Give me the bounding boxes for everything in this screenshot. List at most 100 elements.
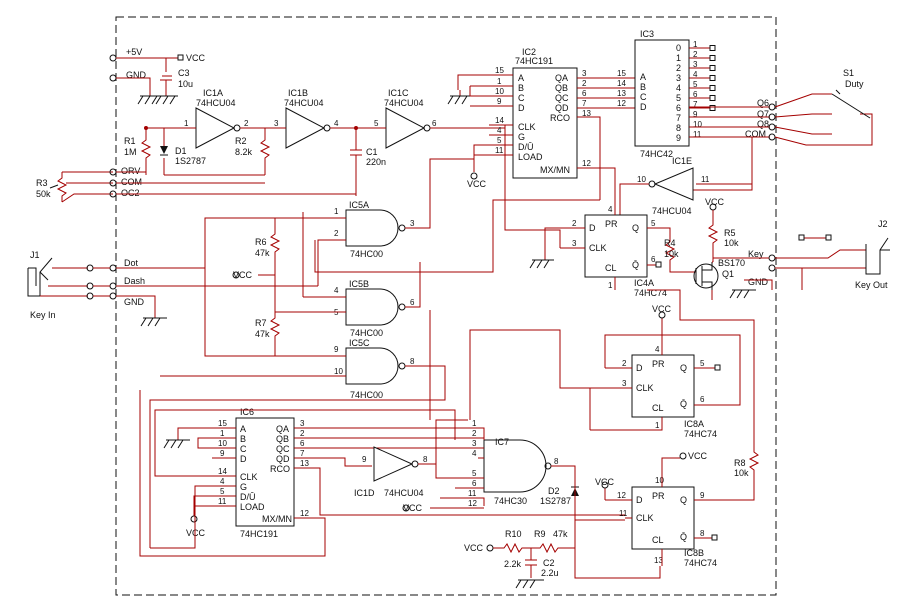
r5-resistor: VCC R5 10k (705, 197, 739, 262)
d2-diode: D2 1S2787 (540, 486, 579, 506)
ic8a-ref: IC8A (684, 419, 704, 429)
supply-vcc-label: VCC (186, 53, 206, 63)
j1-label: Key In (30, 310, 56, 320)
svg-text:12: 12 (582, 159, 591, 168)
svg-text:D: D (240, 454, 247, 464)
svg-text:CL: CL (652, 403, 664, 413)
j1-ref: J1 (30, 250, 40, 260)
svg-text:QA: QA (555, 73, 568, 83)
supply-5v-label: +5V (126, 47, 142, 57)
svg-text:12: 12 (300, 509, 309, 518)
ic1c-ref: IC1C (388, 88, 409, 98)
svg-text:R6: R6 (255, 237, 267, 247)
svg-text:CLK: CLK (636, 513, 654, 523)
pot-pin-com: COM (121, 177, 142, 187)
ic1e-part: 74HCU04 (652, 206, 692, 216)
svg-text:C: C (640, 92, 647, 102)
ic3-output-pin-number: 4 (693, 70, 698, 79)
svg-text:D: D (518, 103, 525, 113)
svg-text:D: D (640, 102, 647, 112)
svg-text:VCC: VCC (705, 197, 725, 207)
svg-text:8: 8 (554, 457, 559, 466)
ic3-unused-terminal (709, 55, 716, 61)
j1-key-in-jack[interactable]: J1 Key In Dot Dash GND (27, 250, 318, 327)
ic5c-ref: IC5C (349, 338, 370, 348)
svg-text:8: 8 (700, 529, 705, 538)
svg-text:B: B (518, 83, 524, 93)
svg-text:D: D (589, 223, 596, 233)
svg-text:QD: QD (276, 454, 290, 464)
ic1b-inverter: IC1B 74HCU04 3 4 (274, 88, 339, 149)
ic1b-part: 74HCU04 (284, 98, 324, 108)
svg-text:2: 2 (244, 119, 249, 128)
r3-potentiometer: R3 50k ORV COM OC2 (36, 166, 356, 203)
ic5a-part: 74HC00 (350, 249, 383, 259)
r10-ref: R10 (505, 529, 522, 539)
svg-text:3: 3 (300, 419, 305, 428)
ic5b-ref: IC5B (349, 279, 369, 289)
svg-text:D2: D2 (548, 486, 560, 496)
svg-text:1: 1 (655, 421, 660, 430)
svg-text:14: 14 (617, 79, 626, 88)
svg-text:A: A (240, 424, 246, 434)
svg-text:1: 1 (184, 119, 189, 128)
routing-wires (314, 128, 625, 521)
svg-text:QA: QA (276, 424, 289, 434)
s1-duty-switch[interactable]: S1 Duty Q6 Q7 Q8 COM (689, 68, 873, 191)
svg-text:14: 14 (495, 116, 504, 125)
svg-text:CLK: CLK (636, 383, 654, 393)
svg-text:R7: R7 (255, 318, 267, 328)
svg-text:4: 4 (655, 345, 660, 354)
svg-text:PR: PR (605, 219, 618, 229)
ic3-output-pin-number: 7 (693, 100, 698, 109)
svg-text:11: 11 (218, 497, 227, 506)
c1-capacitor: C1 220n (350, 128, 386, 196)
svg-text:5: 5 (651, 219, 656, 228)
s1-pos-q7: Q7 (757, 109, 769, 119)
r1-resistor: R1 1M (124, 128, 152, 175)
svg-text:10: 10 (218, 439, 227, 448)
svg-text:2: 2 (572, 219, 577, 228)
power-section: +5V VCC GND C3 10u (109, 47, 206, 105)
svg-text:B: B (640, 82, 646, 92)
ic8a-flipflop: IC8A 74HC74 D CLK Q Q̄ PR CL 2 3 5 6 4 1… (590, 304, 741, 439)
c2-ref: C2 (543, 558, 555, 568)
svg-text:3: 3 (622, 379, 627, 388)
svg-text:QB: QB (555, 83, 568, 93)
svg-text:3: 3 (582, 69, 587, 78)
svg-text:Q̄: Q̄ (680, 532, 687, 542)
ic5a-ref: IC5A (349, 200, 369, 210)
j1-pin-dash: Dash (124, 276, 145, 286)
svg-text:13: 13 (582, 109, 591, 118)
j2-pin-key: Key (748, 249, 764, 259)
r10-val: 2.2k (504, 559, 522, 569)
svg-text:CLK: CLK (589, 243, 607, 253)
svg-text:6: 6 (651, 255, 656, 264)
ic8b-part: 74HC74 (684, 558, 717, 568)
svg-text:4: 4 (608, 205, 613, 214)
ic3-output-pin-number: 2 (693, 50, 698, 59)
ic8b-ref: IC8B (684, 548, 704, 558)
r4-resistor: R4 10k (664, 238, 696, 273)
svg-text:10: 10 (334, 367, 343, 376)
svg-text:1S2787: 1S2787 (540, 496, 571, 506)
svg-text:PR: PR (652, 359, 665, 369)
q1-part: BS170 (718, 258, 745, 268)
ic1d-part: 74HCU04 (384, 488, 424, 498)
svg-text:47k: 47k (255, 329, 270, 339)
ic5b-nand: IC5B 74HC00 4 5 6 (275, 262, 421, 338)
svg-text:2: 2 (300, 429, 305, 438)
ic3-output-label: 4 (676, 83, 681, 93)
svg-text:PR: PR (652, 491, 665, 501)
svg-text:4: 4 (334, 286, 339, 295)
svg-text:50k: 50k (36, 189, 51, 199)
svg-text:11: 11 (495, 146, 504, 155)
ic3-output-pin-number: 1 (693, 40, 698, 49)
svg-text:10: 10 (495, 87, 504, 96)
ic5a-nand: IC5A 74HC00 1 2 3 (204, 158, 474, 286)
svg-text:11: 11 (468, 489, 477, 498)
svg-text:1: 1 (472, 419, 477, 428)
j2-key-out-jack[interactable]: J2 Key Out Key GND (713, 219, 890, 299)
svg-text:14: 14 (218, 467, 227, 476)
